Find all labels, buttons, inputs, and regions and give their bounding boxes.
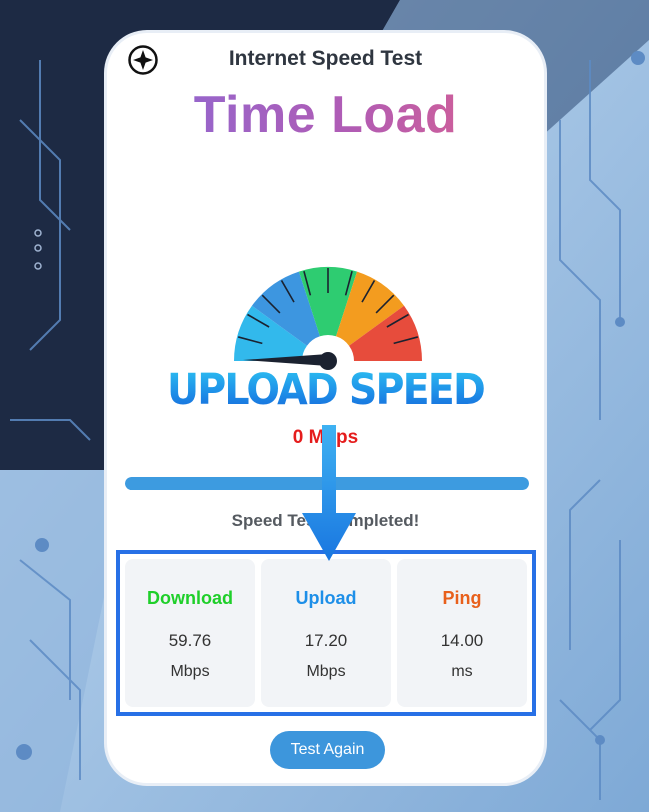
result-label: Ping [442,588,482,608]
speed-gauge [234,267,422,370]
test-again-button[interactable]: Test Again [270,731,385,769]
gauge-tick [361,280,376,303]
gauge-tick [386,313,409,328]
gauge-segment [336,271,405,346]
gauge-tick [237,336,263,345]
gauge-tick [344,270,353,296]
app-title: Internet Speed Test [228,47,423,70]
gauge-hub [319,352,337,370]
gauge-tick [247,313,270,328]
gauge-segment [298,267,358,337]
compass-icon[interactable] [127,44,159,76]
result-unit: Mbps [306,663,346,680]
result-unit: ms [451,663,473,680]
result-value: 59.76 [168,631,212,650]
gauge-segment [251,271,320,346]
gauge-segments [234,267,422,361]
gauge-tick [303,270,312,296]
result-card-ping: Ping 14.00 ms [397,559,527,707]
gauge-segment [234,305,307,361]
result-label: Download [147,588,233,608]
gauge-ticks [237,268,419,345]
brand-title: Time Load [107,85,544,145]
gauge-tick [261,294,281,314]
result-unit: Mbps [170,663,210,680]
phone-screen: Internet Speed Test Time Load UPLOAD SPE… [107,33,544,783]
gauge-tick [280,280,295,303]
arrow-down-icon [302,425,356,561]
upload-speed-label: UPLOAD SPEED [124,365,526,415]
result-value: 17.20 [304,631,348,650]
gauge-tick [375,294,395,314]
gauge-needle [243,354,328,366]
gauge-tick [393,336,419,345]
gauge-segment [349,305,422,361]
result-value: 14.00 [440,631,484,650]
result-label: Upload [295,588,357,608]
